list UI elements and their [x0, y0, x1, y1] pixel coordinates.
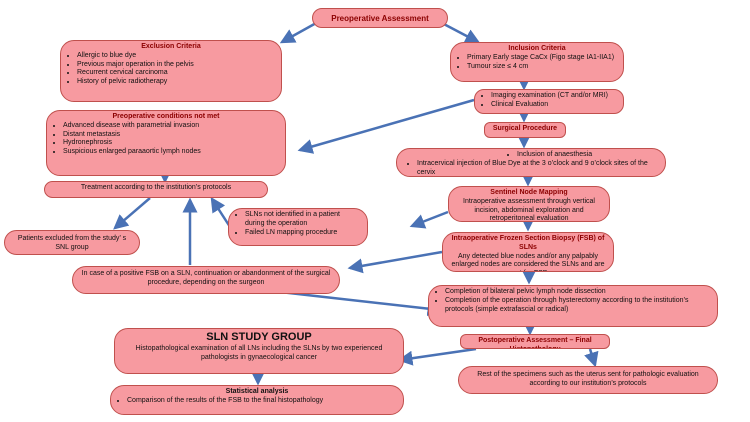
not-met-item: Advanced disease with parametrial invasi… [63, 122, 279, 131]
sln-group-text: Histopathological examination of all LNs… [135, 344, 383, 361]
postop-assessment-box: Postoperative Assessment – Final Histopa… [460, 334, 610, 349]
arrow-sentinel-notidentified [409, 210, 449, 229]
arrow-preop-inclusion [439, 20, 481, 44]
rest-specimens-box: Rest of the specimens such as the uterus… [458, 366, 718, 394]
not-met-title: Preoperative conditions not met [112, 113, 220, 120]
statistical-analysis-box: Statistical analysis Comparison of the r… [110, 385, 404, 415]
anaesthesia-item: Intracervical injection of Blue Dye at t… [417, 160, 659, 176]
fsb-text: Any detected blue nodes and/or any palpa… [451, 252, 605, 272]
patients-excluded-box: Patients excluded from the study’ s SNL … [4, 230, 140, 255]
not-met-item: Hydronephrosis [63, 139, 279, 148]
sentinel-text: Intraoperative assessment through vertic… [463, 197, 595, 222]
sentinel-title: Sentinel Node Mapping [490, 189, 568, 196]
imaging-item: Imaging examination (CT and/or MRI) [491, 92, 617, 101]
patients-excluded-label: Patients excluded from the study’ s SNL … [17, 235, 127, 251]
preop-assessment-box: Preoperative Assessment [312, 8, 448, 28]
arrow-preop-exclusion [279, 20, 319, 44]
exclusion-criteria-box: Exclusion Criteria Allergic to blue dye … [60, 40, 282, 102]
surgical-procedure-box: Surgical Procedure [484, 122, 566, 138]
arrow-postop-slngroup [397, 347, 477, 366]
positive-fsb-label: In case of a positive FSB on a SLN, cont… [81, 270, 331, 286]
fsb-title: Intraoperative Frozen Section Biopsy (FS… [451, 235, 605, 251]
sln-group-title: SLN STUDY GROUP [206, 331, 312, 343]
completion-item: Completion of the operation through hyst… [445, 297, 711, 315]
exclusion-item: History of pelvic radiotherapy [77, 78, 275, 87]
arrow-treatment-excluded [113, 197, 151, 230]
anaesthesia-item: Inclusion of anaesthesia [517, 151, 659, 160]
anaesthesia-box: Inclusion of anaesthesia Intracervical i… [396, 148, 666, 177]
treatment-box: Treatment according to the institution’s… [44, 181, 268, 198]
completion-box: Completion of bilateral pelvic lymph nod… [428, 285, 718, 327]
inclusion-title: Inclusion Criteria [508, 45, 566, 52]
not-met-item: Distant metastasis [63, 131, 279, 140]
postop-assessment-label: Postoperative Assessment – Final Histopa… [478, 337, 592, 348]
fsb-box: Intraoperative Frozen Section Biopsy (FS… [442, 232, 614, 272]
arrow-positive-completion [279, 290, 443, 317]
exclusion-item: Previous major operation in the pelvis [77, 61, 275, 70]
arrow-imaging-notmet [297, 98, 475, 154]
statistical-title: Statistical analysis [225, 388, 289, 395]
inclusion-item: Primary Early stage CaCx (Figo stage IA1… [467, 54, 617, 63]
completion-item: Completion of bilateral pelvic lymph nod… [445, 288, 711, 297]
not-identified-box: SLNs not identified in a patient during … [228, 208, 368, 246]
not-identified-item: Failed LN mapping procedure [245, 229, 361, 238]
rest-specimens-label: Rest of the specimens such as the uterus… [477, 371, 699, 387]
sentinel-node-box: Sentinel Node Mapping Intraoperative ass… [448, 186, 610, 222]
inclusion-criteria-box: Inclusion Criteria Primary Early stage C… [450, 42, 624, 82]
treatment-label: Treatment according to the institution’s… [80, 184, 232, 191]
exclusion-item: Recurrent cervical carcinoma [77, 69, 275, 78]
not-identified-item: SLNs not identified in a patient during … [245, 211, 361, 229]
arrow-fsb-positive [347, 250, 443, 274]
imaging-item: Clinical Evaluation [491, 101, 617, 110]
arrow-postop-rest [584, 348, 599, 368]
positive-fsb-box: In case of a positive FSB on a SLN, cont… [72, 266, 340, 294]
exclusion-title: Exclusion Criteria [141, 43, 201, 50]
not-met-item: Suspicious enlarged paraaortic lymph nod… [63, 148, 279, 157]
conditions-not-met-box: Preoperative conditions not met Advanced… [46, 110, 286, 176]
preop-assessment-label: Preoperative Assessment [331, 14, 429, 23]
imaging-box: Imaging examination (CT and/or MRI) Clin… [474, 89, 624, 114]
surgical-procedure-label: Surgical Procedure [492, 125, 558, 132]
exclusion-item: Allergic to blue dye [77, 52, 275, 61]
statistical-item: Comparison of the results of the FSB to … [127, 397, 397, 406]
sln-study-group-box: SLN STUDY GROUP Histopathological examin… [114, 328, 404, 374]
inclusion-item: Tumour size ≤ 4 cm [467, 63, 617, 72]
